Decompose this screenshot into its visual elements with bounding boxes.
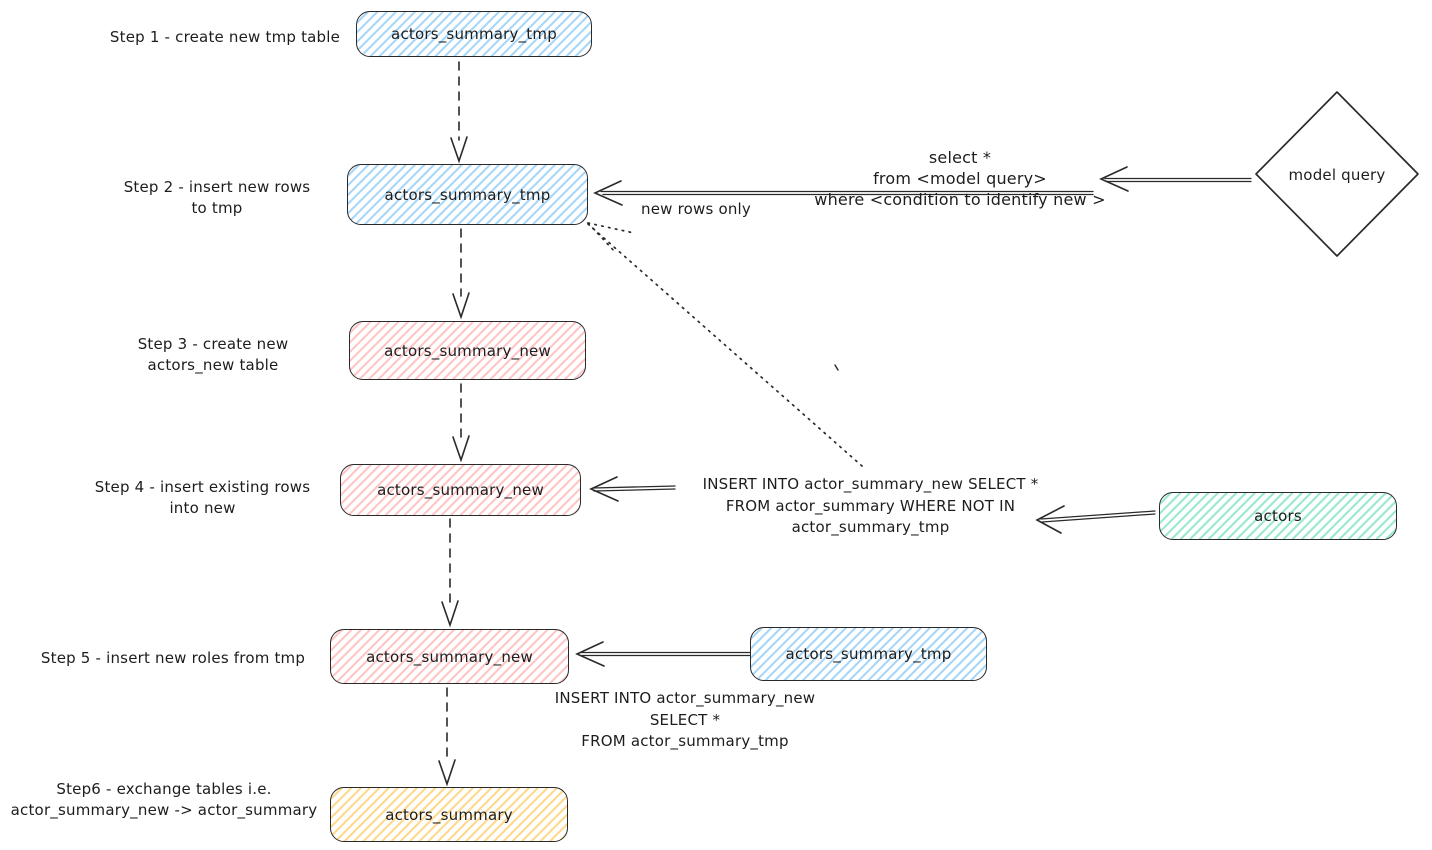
arrow-insert-text-to-step4 xyxy=(589,476,676,502)
query-filter-text: select * from <model query> where <condi… xyxy=(790,147,1130,210)
node-label: actors xyxy=(1254,507,1302,525)
node-actors-source: actors xyxy=(1159,492,1397,540)
query-filter-line: select * xyxy=(928,148,992,167)
stray-mark xyxy=(834,364,839,371)
step6-label-line: actor_summary_new -> actor_summary xyxy=(10,801,318,819)
step6-label-line: Step6 - exchange tables i.e. xyxy=(56,780,272,798)
sql-line: INSERT INTO actor_summary_new SELECT * xyxy=(702,475,1039,493)
sql-line: SELECT * xyxy=(649,710,721,729)
step4-label-line: into new xyxy=(169,499,236,517)
node-label: actors_summary_tmp xyxy=(785,645,952,663)
step6-label: Step6 - exchange tables i.e. actor_summa… xyxy=(3,779,325,821)
node-label: actors_summary_tmp xyxy=(391,25,557,43)
step3-label: Step 3 - create new actors_new table xyxy=(118,334,308,376)
arrow-step1-to-step2 xyxy=(450,61,468,164)
node-label: actors_summary_new xyxy=(366,647,533,666)
dotted-arrow-insert-text-to-step2 xyxy=(587,222,863,467)
insert-from-tmp-text: INSERT INTO actor_summary_new SELECT * F… xyxy=(520,688,850,753)
model-query-label: model query xyxy=(1288,166,1386,184)
node-label: actors_summary_new xyxy=(377,481,544,499)
node-step1-actors-summary-tmp: actors_summary_tmp xyxy=(356,11,592,57)
arrow-step5-to-step6 xyxy=(438,687,456,787)
step3-label-line: actors_new table xyxy=(147,356,279,374)
node-step5-actors-summary-new: actors_summary_new xyxy=(330,629,569,684)
step5-label: Step 5 - insert new roles from tmp xyxy=(28,648,318,669)
new-rows-only-label: new rows only xyxy=(641,200,751,218)
insert-where-not-in-text: INSERT INTO actor_summary_new SELECT * F… xyxy=(678,474,1063,539)
arrow-step2-to-step3 xyxy=(452,228,470,320)
node-label: actors_summary_tmp xyxy=(384,185,551,204)
step2-label-line: to tmp xyxy=(191,199,243,217)
arrow-tmp-to-step5 xyxy=(575,641,751,667)
step2-label: Step 2 - insert new rows to tmp xyxy=(117,177,317,219)
arrow-step3-to-step4 xyxy=(452,383,470,463)
sql-line: FROM actor_summary WHERE NOT IN xyxy=(725,496,1016,515)
node-step2-actors-summary-tmp: actors_summary_tmp xyxy=(347,164,588,225)
sql-line: INSERT INTO actor_summary_new xyxy=(554,689,816,707)
node-label: actors_summary xyxy=(385,805,513,824)
sql-line: actor_summary_tmp xyxy=(791,518,950,536)
step3-label-line: Step 3 - create new xyxy=(137,335,289,353)
node-step4-actors-summary-new: actors_summary_new xyxy=(340,464,581,516)
step5-label-line: Step 5 - insert new roles from tmp xyxy=(40,649,306,667)
node-step6-actors-summary: actors_summary xyxy=(330,787,568,842)
query-filter-line: where <condition to identify new > xyxy=(814,190,1106,209)
step1-label-line: Step 1 - create new tmp table xyxy=(109,28,341,46)
step2-label-line: Step 2 - insert new rows xyxy=(123,178,311,196)
node-actors-summary-tmp-source: actors_summary_tmp xyxy=(750,627,987,681)
sql-line: FROM actor_summary_tmp xyxy=(581,732,789,750)
step4-label: Step 4 - insert existing rows into new xyxy=(80,477,325,519)
step1-label: Step 1 - create new tmp table xyxy=(90,27,360,48)
node-label: actors_summary_new xyxy=(384,341,551,360)
arrow-step4-to-step5 xyxy=(441,518,459,628)
query-filter-line: from <model query> xyxy=(873,169,1047,188)
step4-label-line: Step 4 - insert existing rows xyxy=(94,478,311,496)
node-step3-actors-summary-new: actors_summary_new xyxy=(349,321,586,380)
